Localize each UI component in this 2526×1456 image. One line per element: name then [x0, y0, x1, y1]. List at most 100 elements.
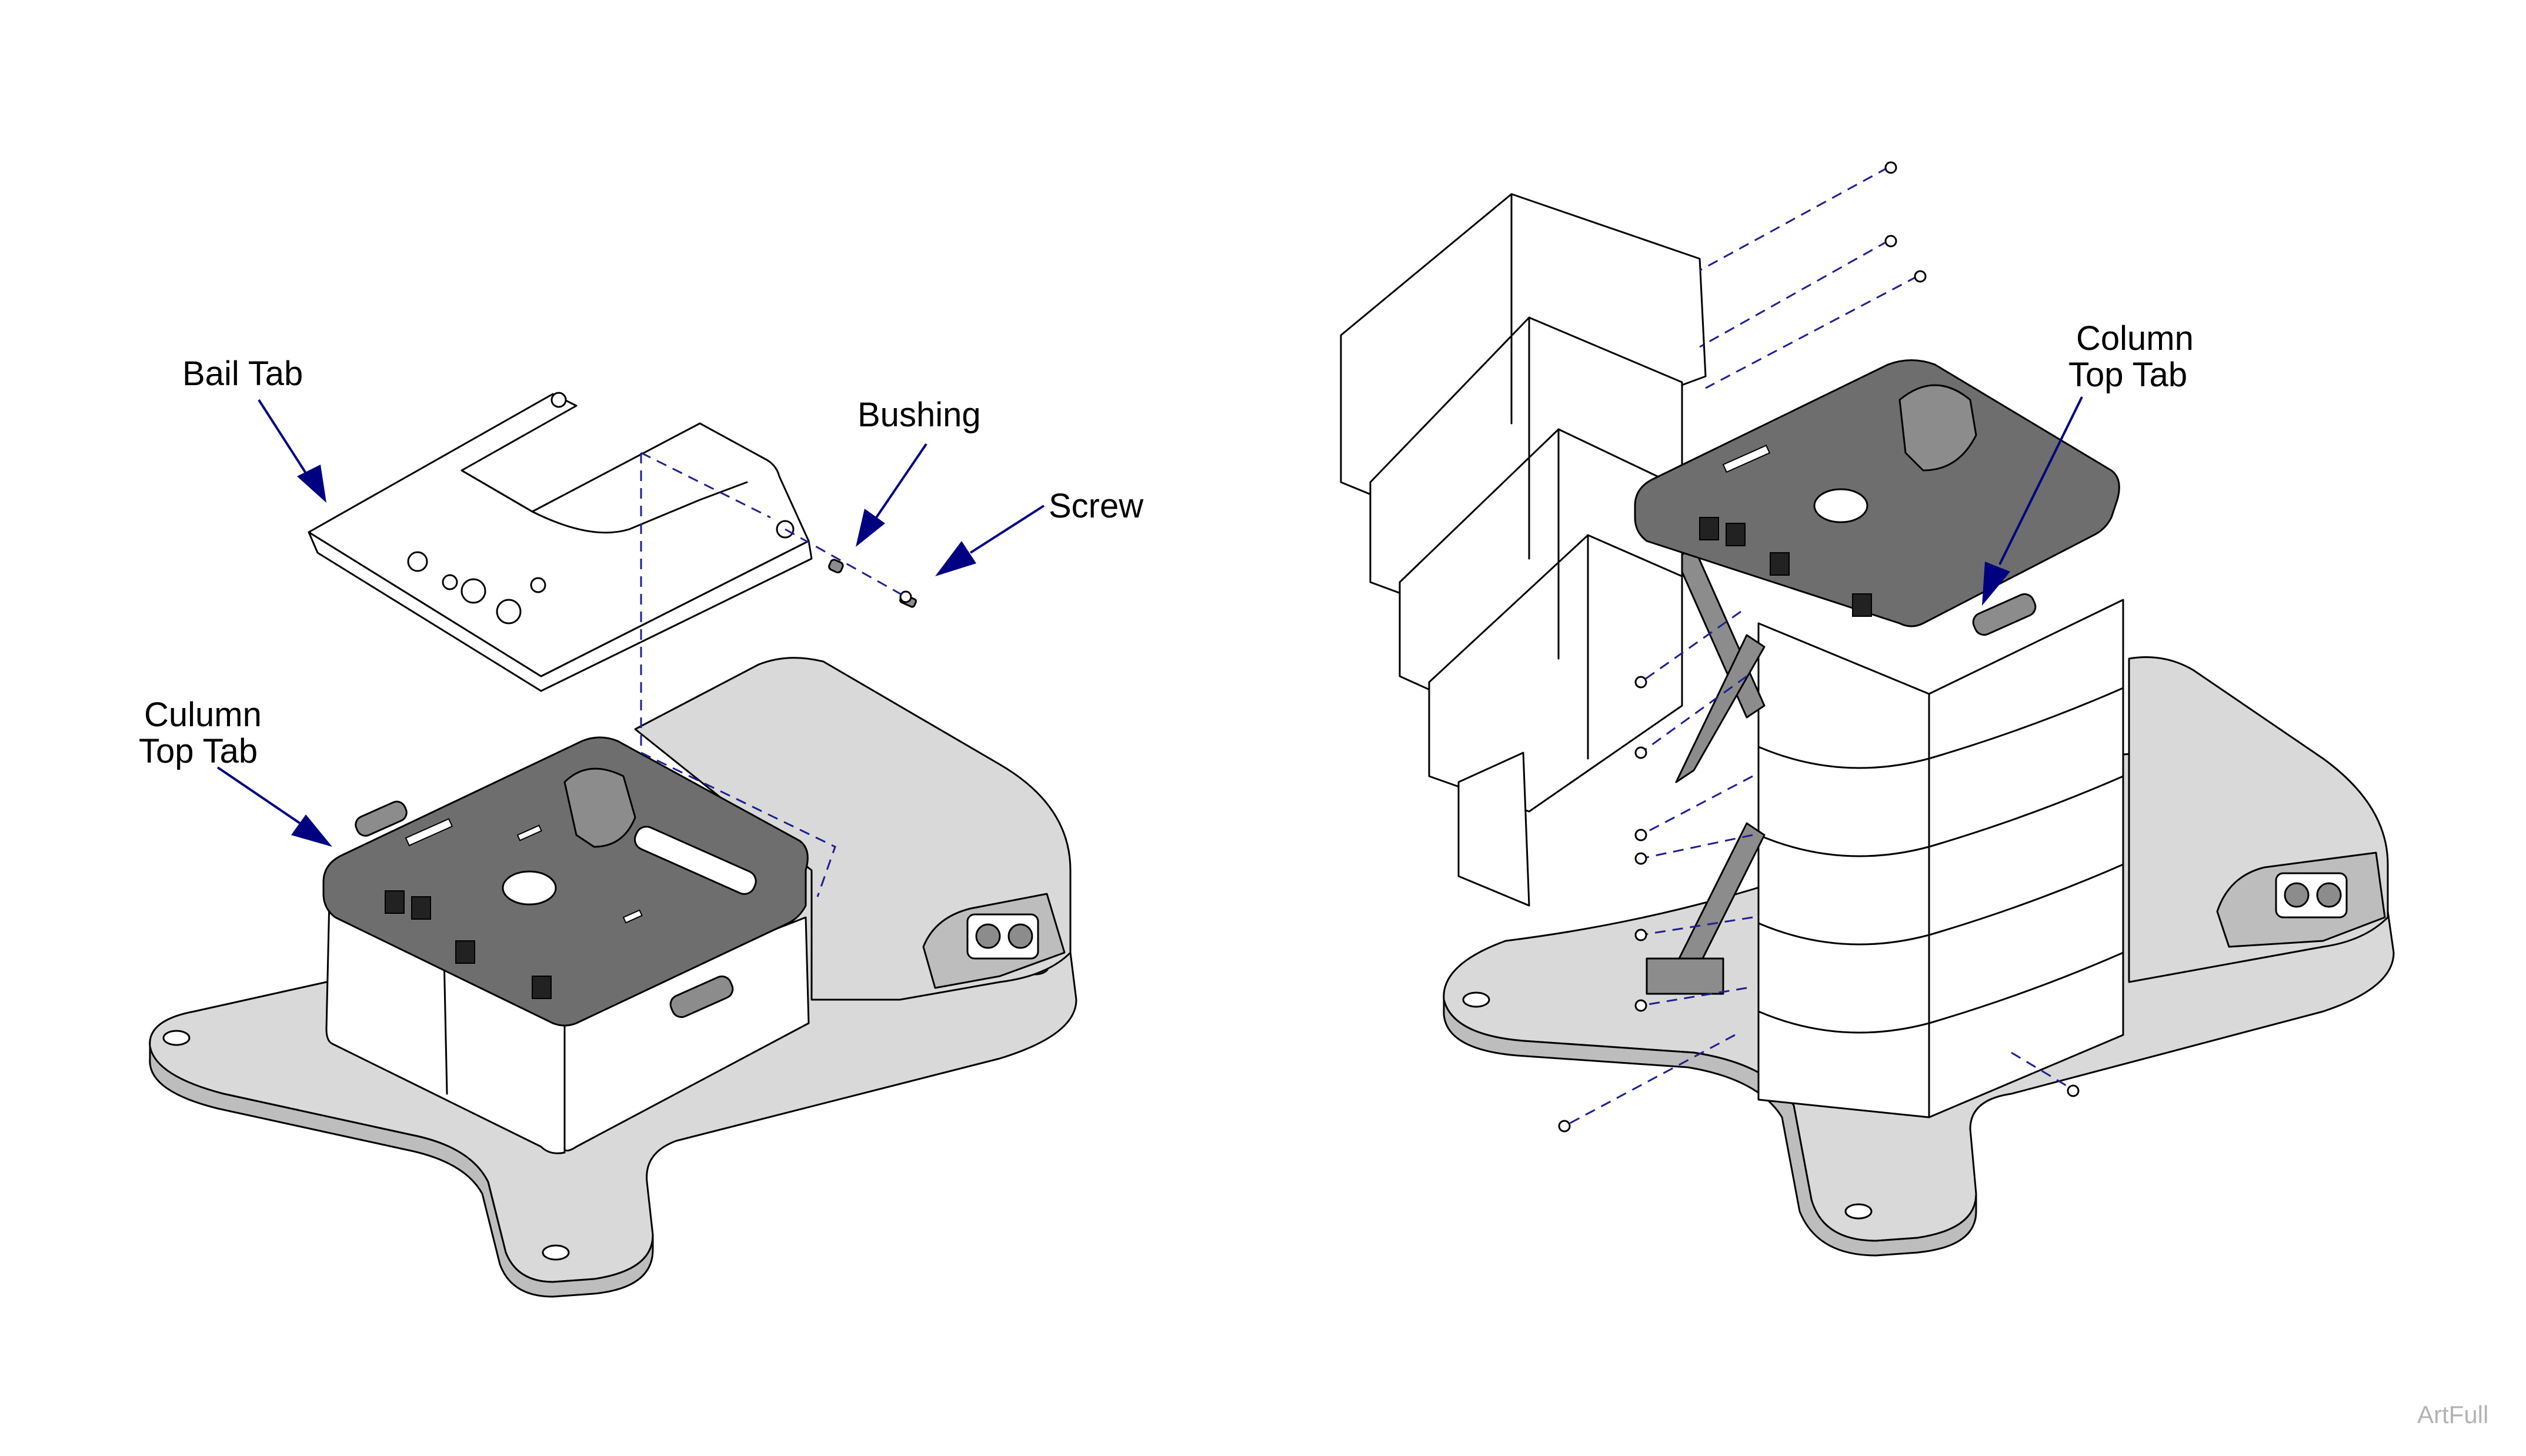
right-screw-11 [2067, 1084, 2080, 1097]
left-dashed-align-screw [785, 528, 906, 598]
left-plate-center-hole [502, 870, 557, 906]
left-column-seam [443, 954, 448, 1095]
culumn-label-line2: Top Tab [139, 732, 258, 770]
column-leader [1998, 396, 2083, 565]
right-column-seam-2 [1757, 775, 2124, 857]
column-label-line1: Column [2076, 319, 2194, 358]
column-label-line2: Top Tab [2068, 356, 2187, 394]
right-dash-screw-6 [1640, 775, 1753, 836]
left-pivot-rod [633, 826, 757, 895]
right-column-side [1928, 599, 2124, 1118]
left-dashed-align-rod [640, 752, 836, 897]
left-bail-hole-4 [496, 599, 522, 625]
right-side-rod [1972, 593, 2037, 636]
left-plate-slot-1 [405, 818, 453, 847]
right-screw-2 [1884, 235, 1897, 248]
left-side-rod [355, 800, 408, 837]
right-dash-screw-7 [1640, 834, 1753, 860]
right-screw-4 [1634, 676, 1647, 689]
left-bail-plate [308, 393, 810, 677]
right-dash-screw-10 [1564, 1034, 1736, 1127]
right-dash-screw-1 [1699, 166, 1888, 272]
right-column-front [1757, 622, 1930, 1118]
left-plate-slot-3 [622, 909, 643, 924]
left-dashed-align-diagonal [640, 452, 771, 519]
left-outlet-1 [975, 923, 1001, 949]
bushing-leader [875, 443, 927, 519]
left-plate-pad-2 [411, 896, 431, 920]
right-dash-screw-2 [1699, 240, 1888, 348]
left-plate-pad-1 [385, 890, 405, 914]
left-bail-hole-3 [461, 578, 486, 604]
left-bail-hole-5 [530, 577, 546, 593]
right-pivot-bracket [1898, 384, 1977, 472]
right-plate-pad-2 [1726, 523, 1746, 546]
right-screw-7 [1634, 852, 1647, 865]
left-front-rod [669, 975, 734, 1018]
right-plate-slot-1 [1722, 445, 1771, 473]
right-dash-screw-5 [1640, 675, 1747, 754]
right-top-plate [1634, 359, 2120, 627]
bushing-arrowhead [856, 509, 885, 547]
culumn-arrowhead [291, 814, 332, 847]
left-plate-pad-3 [455, 940, 475, 964]
left-outlet-2 [1007, 923, 1033, 949]
right-base-edge [1443, 999, 1977, 1257]
right-screw-3 [1914, 270, 1927, 283]
right-column-seam-3 [1757, 863, 2124, 946]
right-dash-screw-3 [1705, 275, 1918, 389]
right-outlet-2 [2316, 882, 2342, 908]
screw-arrowhead [935, 541, 976, 576]
right-dash-screw-11 [2011, 1051, 2071, 1089]
left-pivot-bracket [563, 767, 636, 848]
right-plate-pad-3 [1770, 552, 1790, 576]
right-base-hole-bottom [1844, 1203, 1873, 1220]
right-assembly [1340, 161, 2395, 1257]
right-plate-pad-1 [1699, 517, 1719, 540]
left-bail-cutout [461, 469, 748, 534]
right-dash-screw-9 [1640, 987, 1747, 1007]
left-column-box-side [563, 916, 810, 1152]
column-arrowhead [1982, 562, 2010, 606]
right-dash-screw-4 [1640, 610, 1741, 683]
left-base-hole-bottom [542, 1244, 570, 1261]
left-bail-hole-1 [407, 551, 428, 572]
culumn-leader [216, 766, 301, 824]
left-plate-pad-4 [532, 976, 552, 999]
left-base-hole-left [162, 1030, 191, 1046]
left-bail-tab-pin [550, 392, 567, 408]
right-base-hole-left [1462, 991, 1490, 1008]
bail-tab-label: Bail Tab [182, 355, 303, 393]
screw-leader [969, 505, 1045, 554]
artfull-watermark: ArtFull [2417, 1401, 2488, 1428]
callouts: Bail Tab Bushing Screw Culumn Top Tab Co… [139, 319, 2194, 847]
right-plate-pad-4 [1852, 593, 1872, 617]
right-panel-5 [1457, 752, 1530, 907]
left-base-edge [149, 1046, 654, 1298]
bushing-part [828, 559, 844, 573]
right-screw-9 [1634, 999, 1647, 1012]
right-lower-bracket [1646, 957, 1724, 995]
right-screw-6 [1634, 829, 1647, 841]
right-screw-8 [1634, 929, 1647, 941]
left-plate-slot-2 [516, 824, 542, 841]
right-screw-5 [1634, 746, 1647, 759]
bushing-label: Bushing [857, 396, 981, 434]
right-column-seam-4 [1757, 951, 2124, 1034]
right-outlet-1 [2284, 882, 2310, 908]
right-screw-10 [1558, 1120, 1571, 1133]
culumn-label-line1: Culumn [144, 696, 262, 734]
right-plate-center-hole [1813, 488, 1868, 523]
right-column-seam-1 [1757, 687, 2124, 769]
bail-tab-arrowhead [297, 465, 326, 503]
bail-tab-leader [258, 399, 313, 483]
left-top-plate [322, 736, 809, 1027]
screw-head [899, 590, 912, 603]
left-assembly [149, 392, 1077, 1298]
screw-label: Screw [1049, 487, 1144, 525]
right-scissor-arm-2 [1675, 634, 1766, 783]
right-dash-screw-8 [1640, 916, 1753, 936]
left-bail-hole-2 [442, 574, 458, 590]
right-screw-1 [1884, 161, 1897, 174]
